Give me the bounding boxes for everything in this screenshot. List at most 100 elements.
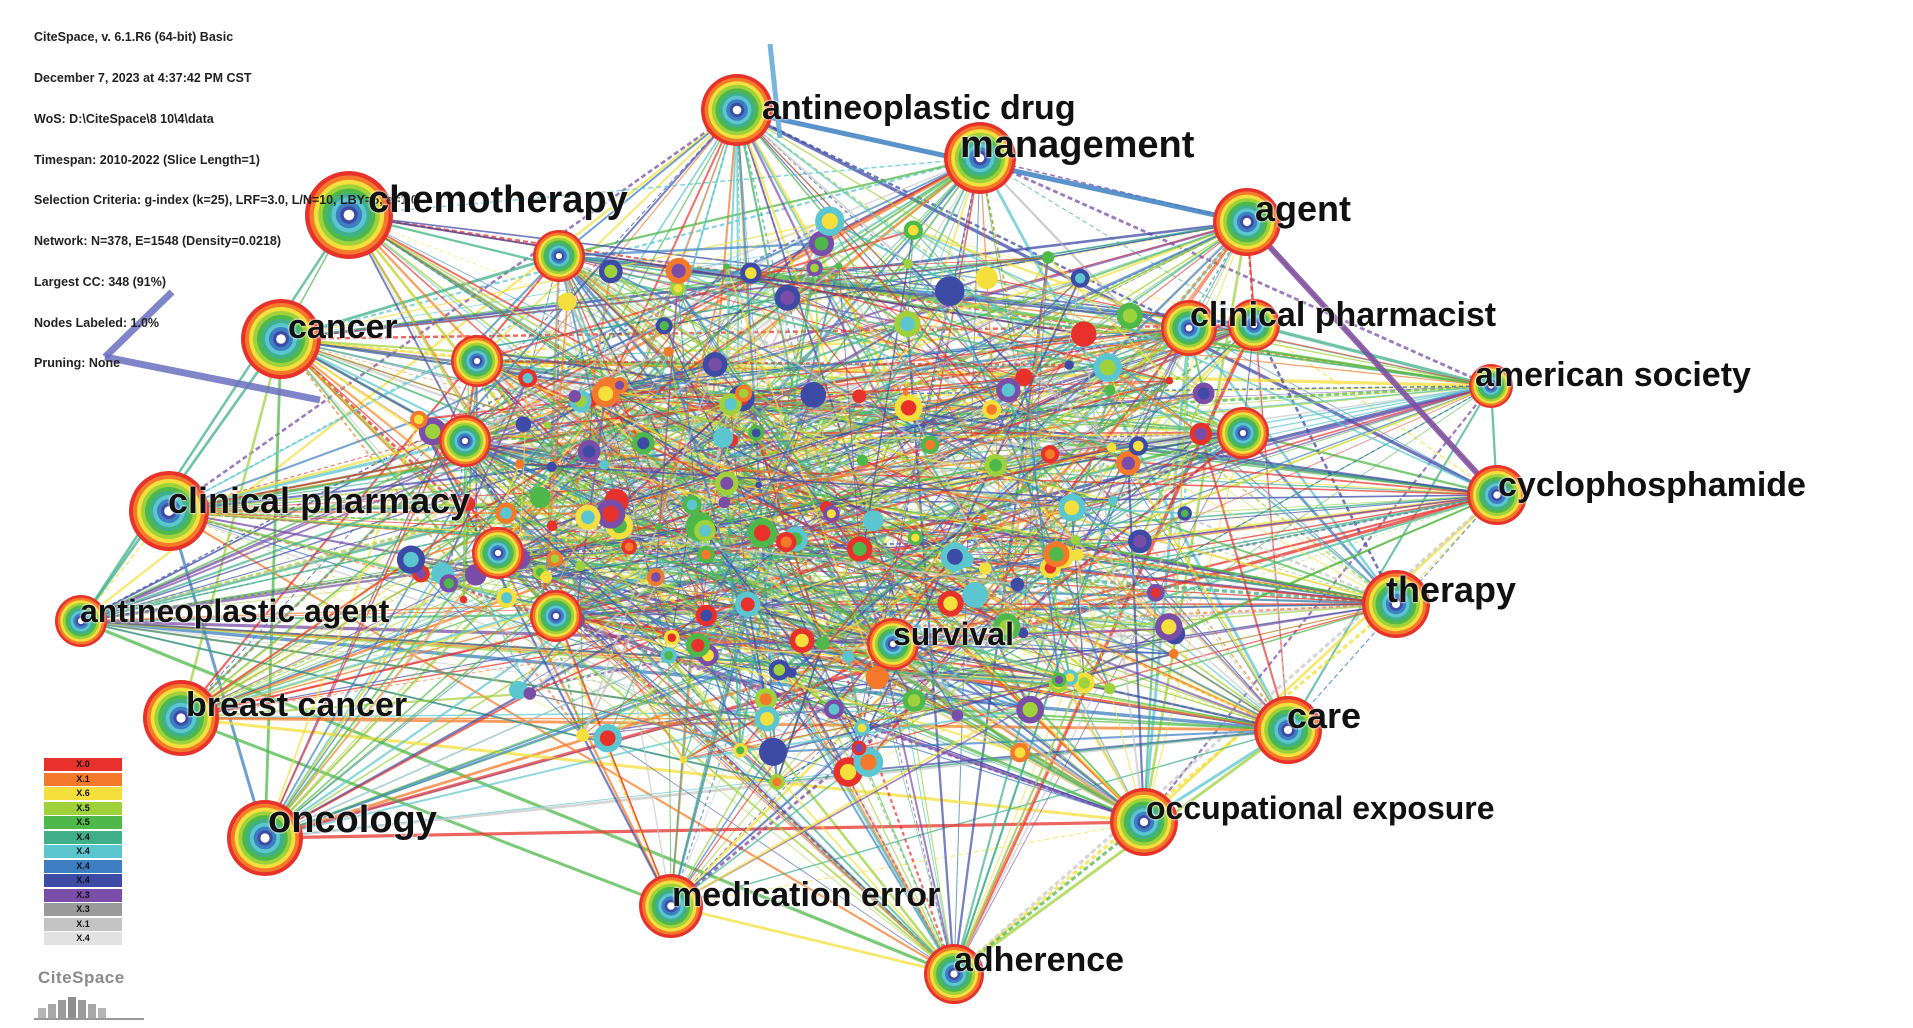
minor-keyword-node [733,743,748,758]
network-edge [555,557,863,617]
minor-keyword-node [459,595,468,604]
minor-keyword-node [1104,682,1116,695]
minor-keyword-node [1070,534,1081,545]
minor-keyword-node [982,399,1002,420]
keyword-node [701,74,773,146]
minor-keyword-node [865,666,889,690]
minor-keyword-node [596,499,626,529]
network-edge [80,220,831,622]
network-edge [104,353,321,404]
minor-keyword-node [1017,627,1029,639]
network-edge [506,596,1021,754]
minor-keyword-node [621,539,637,555]
network-edge [697,644,849,658]
minor-keyword-node [713,427,734,448]
keyword-node [1254,696,1322,764]
minor-keyword-node [1074,672,1095,694]
minor-nodes [396,206,1215,790]
minor-keyword-node [695,604,717,627]
network-edge [605,393,670,656]
network-edge [838,265,952,604]
keyword-node [241,299,321,379]
network-edge [1022,257,1049,634]
network-edge [1109,603,1397,690]
network-edge [1017,494,1498,586]
network-edge [668,655,672,907]
network-edge [587,516,1140,542]
network-edge [953,432,1244,975]
network-edge [750,272,1129,464]
network-edge [1071,385,1492,509]
network-edge [912,229,1498,496]
network-edge [697,627,1167,647]
minor-keyword-node [975,266,998,290]
network-edge [1244,219,1500,498]
info-line: CiteSpace, v. 6.1.R6 (64-bit) Basic [34,30,234,45]
network-edge [607,388,1114,501]
network-edge [757,484,824,644]
network-edge [432,430,768,720]
minor-keyword-node [852,389,866,404]
network-edge [280,337,1009,392]
network-edge [80,322,908,623]
keyword-label: clinical pharmacist [1190,296,1497,335]
minor-keyword-node [1016,695,1045,724]
network-edge [558,156,981,258]
network-edge [858,603,1397,749]
network-edge [527,377,1139,447]
network-edge [736,109,1024,634]
network-edge [1253,324,1289,731]
minor-keyword-node [663,629,680,646]
network-edge [264,820,1145,840]
network-edge [497,552,699,646]
keyword-node [944,122,1016,194]
network-edge [949,290,1113,449]
minor-keyword-node [697,545,715,564]
legend-swatch: X.0 [44,758,122,771]
minor-keyword-node [1128,436,1148,456]
hub-node [533,230,585,282]
network-edge [1199,433,1290,731]
minor-keyword-node [823,505,840,522]
network-edge [953,820,1145,976]
network-edge [1142,592,1157,823]
keyword-label: adherence [954,941,1125,980]
minor-keyword-node [774,284,801,311]
minor-keyword-node [1041,251,1055,264]
minor-keyword-node [789,628,815,653]
keyword-node [1161,300,1217,356]
network-edge [736,109,1070,366]
network-edge [821,243,1025,378]
network-edge [822,558,967,644]
minor-keyword-node [694,519,716,542]
network-edge [821,243,1170,628]
minor-keyword-node [754,688,777,711]
keyword-label: care [1287,695,1362,737]
network-edge [348,157,981,216]
network-edge [264,717,768,839]
minor-keyword-node [862,510,884,532]
network-edge [1049,380,1170,455]
minor-keyword-node [723,263,730,270]
network-edge [551,376,1025,527]
minor-keyword-node [754,706,780,732]
network-edge [607,389,1009,739]
hub-node [1217,407,1269,459]
minor-keyword-node [558,292,577,311]
keyword-label: medication error [672,876,941,915]
keyword-label: cancer [288,308,398,347]
network-edge [539,571,955,975]
network-edge [551,524,1018,586]
minor-keyword-node [665,257,692,284]
network-edge [519,557,958,716]
network-edge [280,337,1244,435]
minor-keyword-node [951,709,964,722]
minor-keyword-node [776,531,797,553]
network-edge [180,692,530,720]
network-edge [915,494,1498,539]
minor-keyword-node [1043,541,1070,568]
minor-keyword-node [747,518,777,548]
minor-keyword-node [768,659,790,681]
network-edge [1083,333,1397,605]
